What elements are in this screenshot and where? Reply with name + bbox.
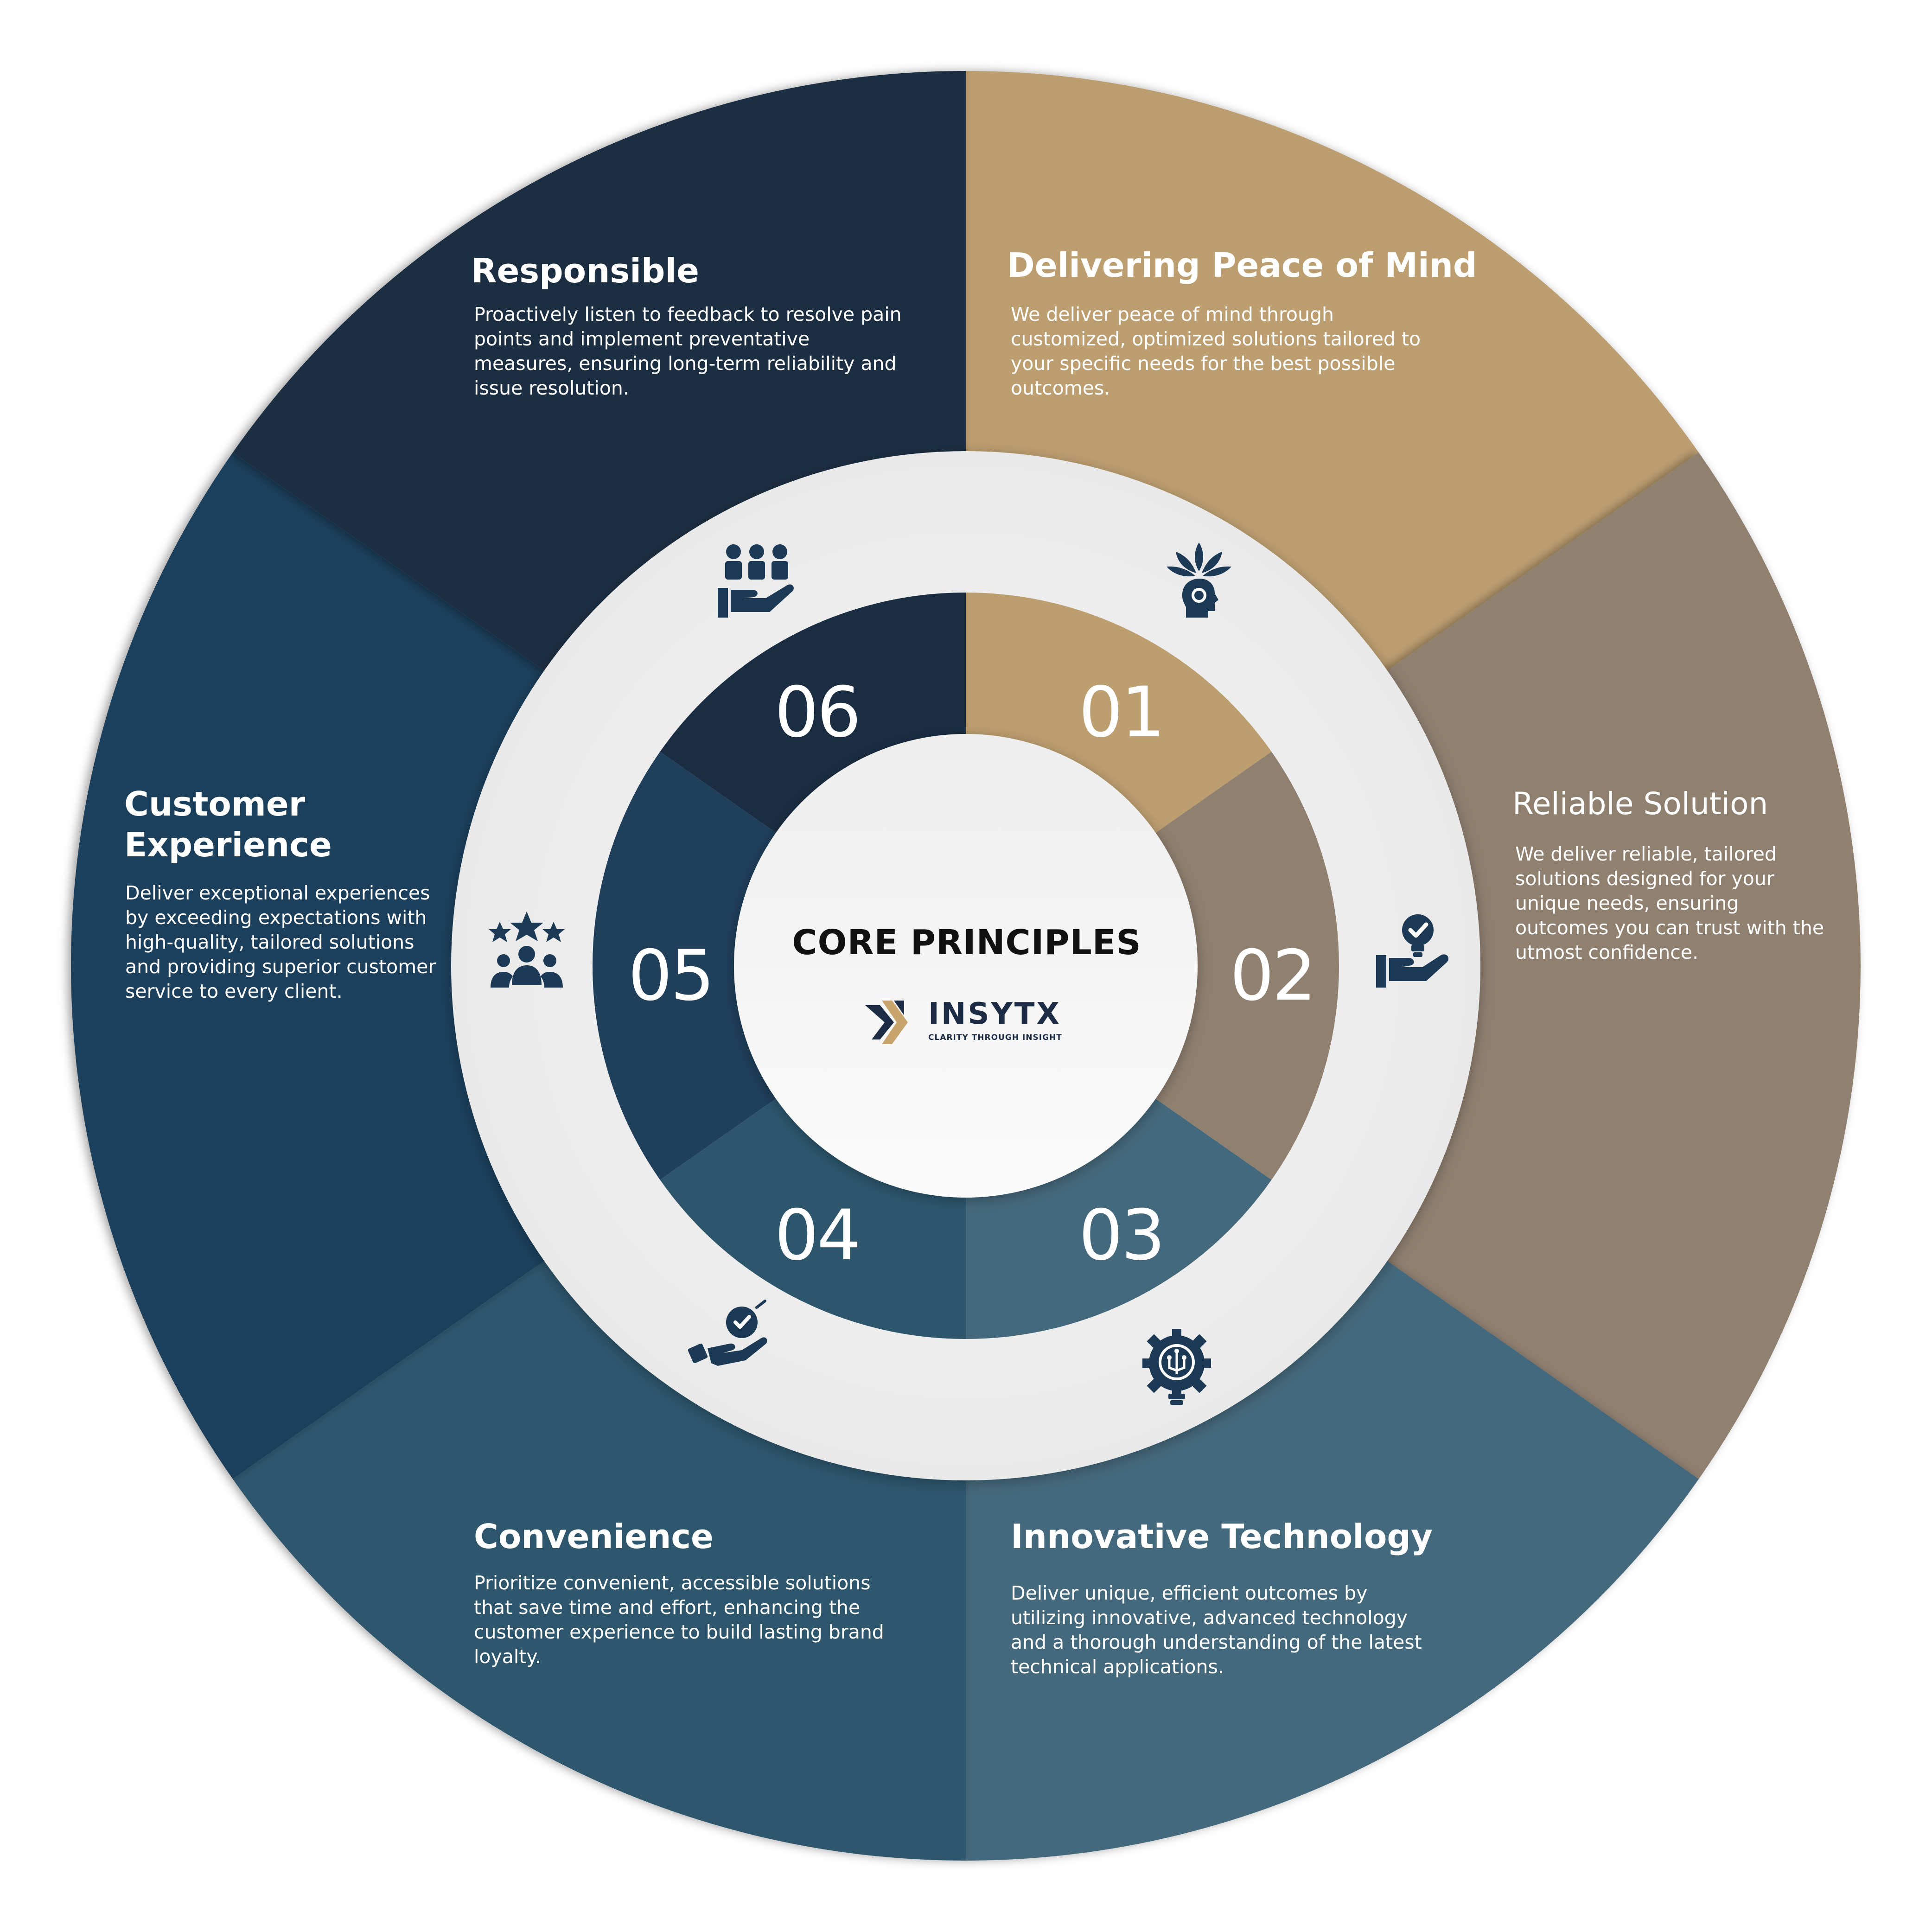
- principle-01-description: We deliver peace of mind through customi…: [1011, 303, 1421, 399]
- hand-clock-check-icon: [688, 1300, 767, 1366]
- principle-02-number: 02: [1230, 936, 1317, 1016]
- logo-tagline: CLARITY THROUGH INSIGHT: [928, 1033, 1062, 1042]
- insytx-logo: INSYTX CLARITY THROUGH INSIGHT: [861, 997, 1075, 1048]
- inner-segment-05: [593, 752, 784, 1180]
- people-stars-icon: [489, 912, 565, 988]
- principle-06-title: Responsible: [471, 251, 699, 290]
- inner-segment-06: [660, 593, 966, 838]
- principle-02-description: We deliver reliable, tailored solutions …: [1515, 843, 1824, 963]
- principle-05-title: Customer Experience: [124, 784, 332, 864]
- gear-lightbulb-icon: [1142, 1329, 1211, 1405]
- principle-04-number: 04: [774, 1195, 861, 1276]
- principle-06-description: Proactively listen to feedback to resolv…: [474, 303, 902, 399]
- principle-02-title: Reliable Solution: [1512, 786, 1768, 822]
- inner-segment-02: [1148, 752, 1339, 1180]
- inner-segment-04: [660, 1093, 966, 1339]
- inner-segment-01: [966, 593, 1272, 838]
- core-principles-title: CORE PRINCIPLES: [792, 923, 1141, 963]
- hand-team-icon: [718, 544, 794, 618]
- inner-segment-03: [966, 1093, 1272, 1339]
- principle-05-description: Deliver exceptional experiences by excee…: [125, 882, 436, 1002]
- principle-03-description: Deliver unique, efficient outcomes by ut…: [1011, 1582, 1422, 1678]
- principle-05-number: 05: [628, 936, 715, 1016]
- principle-01-number: 01: [1078, 672, 1166, 753]
- principle-06-number: 06: [774, 672, 861, 753]
- hand-lightbulb-check-icon: [1376, 914, 1449, 988]
- logo-name: INSYTX: [928, 997, 1061, 1031]
- lotus-head-icon: [1167, 542, 1231, 618]
- principle-01-title: Delivering Peace of Mind: [1007, 246, 1477, 285]
- insytx-logo-mark: [865, 1001, 908, 1044]
- principle-04-title: Convenience: [474, 1517, 714, 1556]
- principle-04-description: Prioritize convenient, accessible soluti…: [474, 1572, 884, 1668]
- center-disc: [734, 734, 1198, 1198]
- principle-03-title: Innovative Technology: [1011, 1517, 1433, 1556]
- principle-03-number: 03: [1078, 1195, 1166, 1276]
